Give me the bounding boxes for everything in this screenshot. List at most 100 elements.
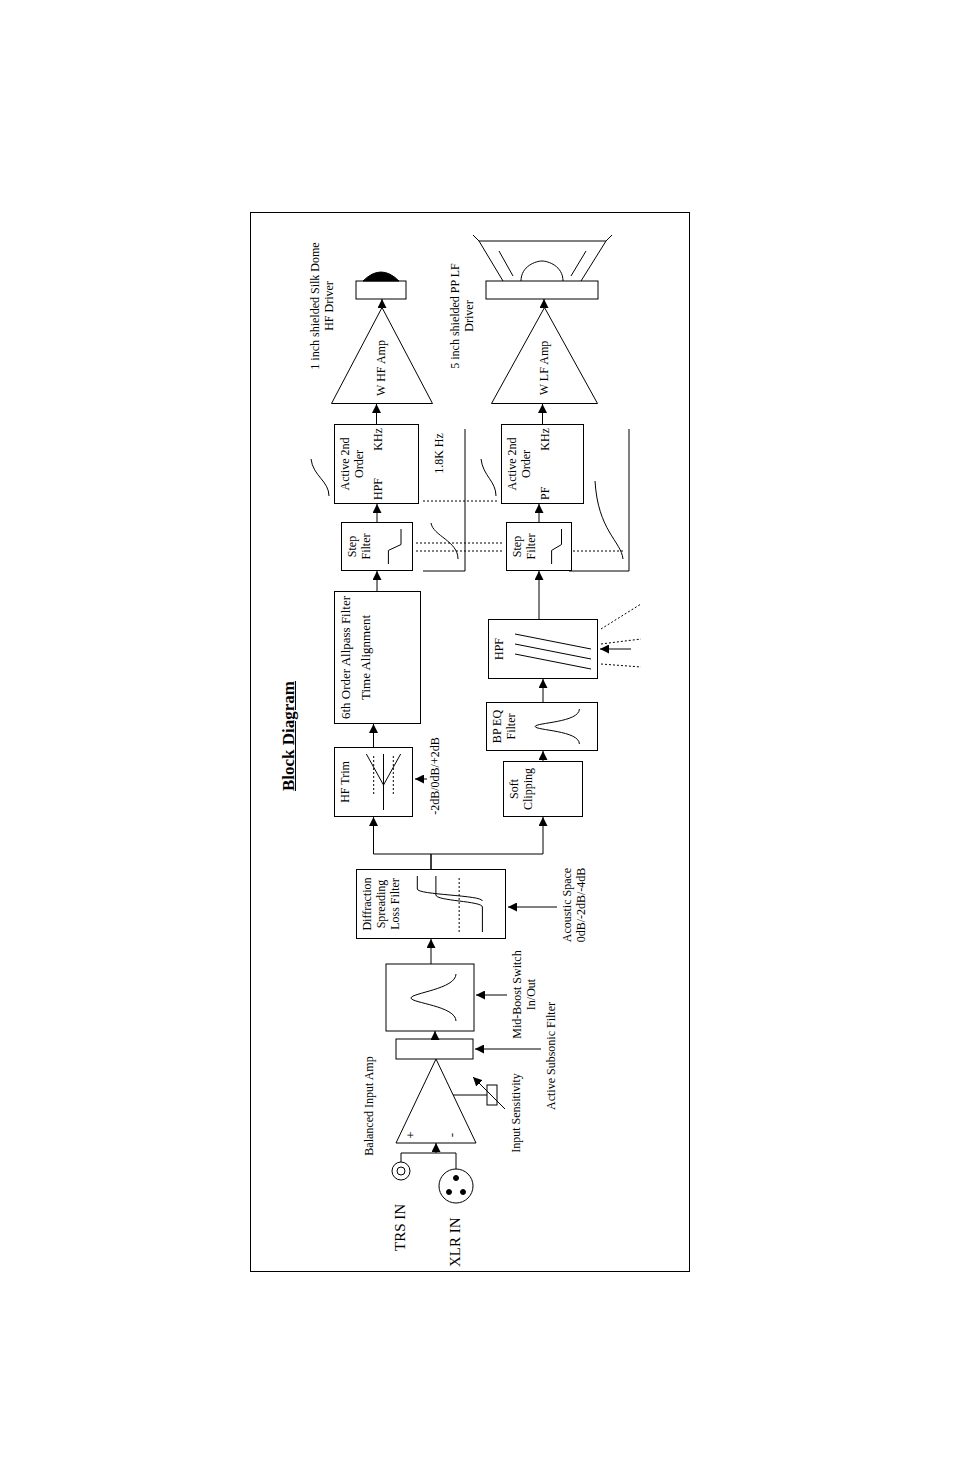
annotation-label: Active Subsonic Filter: [545, 991, 559, 1121]
drawing-stroke: [600, 649, 631, 650]
text-row: Time Alignment: [359, 595, 374, 720]
box-text: Diffraction Spreading Loss Filter: [357, 870, 406, 938]
text-row: Diffraction Spreading Loss Filter: [361, 873, 402, 935]
box-label: HPF: [372, 478, 386, 500]
box-label: Time Alignment: [359, 595, 374, 720]
filter-box: Step Filter: [341, 522, 413, 571]
signal-arrow: [539, 571, 540, 619]
annotation-label: Balanced Input Amp: [363, 1046, 377, 1166]
drawing-stroke: [453, 1095, 487, 1096]
box-label: HF Trim: [339, 751, 353, 813]
drawing-stroke: [397, 1167, 405, 1175]
box-text: Active 2nd OrderHPFKHz: [335, 425, 389, 503]
triangle-shape: [332, 308, 433, 404]
signal-arrow: [543, 751, 544, 761]
drawing-stroke: [311, 459, 329, 496]
drawing-stroke: [475, 1049, 541, 1050]
signal-arrow: [376, 404, 377, 424]
drawing-stroke: [396, 1059, 476, 1143]
mid-boost-filter: [386, 939, 507, 1031]
drawing-stroke: [473, 1077, 505, 1109]
amplifier-triangle: W HF Amp: [331, 307, 433, 404]
drawing-stroke: [447, 1190, 452, 1195]
filter-box: BP EQ Filter: [486, 702, 598, 751]
drawing-stroke: [454, 1176, 459, 1181]
input-amp: [396, 1059, 505, 1143]
drawing-stroke: [392, 1162, 410, 1180]
drawing-stroke: [601, 604, 641, 667]
grid-line: [459, 876, 460, 932]
signal-arrow: [431, 817, 543, 869]
annotation-label: Input Sensitivity: [510, 1063, 524, 1163]
drawing-stroke: [595, 481, 623, 559]
text-row: Soft Clipping: [508, 765, 536, 813]
box-label: BP EQ Filter: [491, 706, 519, 747]
filter-box: Step Filter: [506, 522, 572, 571]
response-graph: [525, 707, 593, 746]
drawing-stroke: [386, 964, 474, 1031]
response-curve: [515, 634, 591, 669]
signal-arrow: [374, 817, 432, 869]
drawing-stroke: [461, 1190, 466, 1195]
response-curve: [366, 754, 400, 810]
box-text: BP EQ Filter: [487, 703, 523, 750]
text-row: Step Filter: [511, 526, 539, 567]
drawing-stroke: [486, 281, 598, 299]
annotation-label: 1.8K Hz: [433, 426, 447, 481]
filter-box: Active 2nd OrderHPFKHz: [334, 424, 419, 504]
filter-box: HF Trim: [334, 747, 413, 817]
drawing-stroke: [476, 995, 507, 996]
box-text: W LF Amp: [538, 338, 552, 398]
response-curve: [388, 529, 401, 564]
annotation-label: -: [445, 1130, 460, 1140]
drivers: [356, 235, 612, 307]
drawing-stroke: [499, 251, 586, 276]
text-row: Step Filter: [346, 526, 374, 567]
box-text: Active 2nd OrderPFKHz: [502, 425, 556, 503]
annotation-label: Mid-Boost Switch In/Out: [511, 942, 539, 1047]
signal-arrow: [373, 724, 374, 747]
drawing-stroke: [401, 1153, 456, 1169]
grid-line: [374, 754, 394, 794]
filter-box: HPF: [488, 619, 598, 679]
diagram-title: Block Diagram: [279, 641, 299, 831]
filter-box: Soft Clipping: [503, 761, 583, 817]
drawing-stroke: [382, 299, 383, 307]
drawing-stroke: [431, 523, 458, 559]
signal-arrow: [377, 504, 378, 522]
annotation-label: TRS IN: [392, 1189, 409, 1251]
box-label: W LF Amp: [538, 338, 552, 398]
drawing-stroke: [481, 459, 496, 496]
response-graph: [545, 527, 567, 566]
drawing-stroke: [415, 779, 427, 780]
annotation-label: XLR IN: [447, 1205, 464, 1267]
annotation-label: 5 inch shielded PP LF Driver: [449, 261, 477, 371]
box-text: Step Filter: [342, 523, 378, 570]
annotation-label: -2dB/0dB/+2dB: [429, 726, 443, 826]
response-graph: [513, 624, 593, 674]
drawing-stroke: [363, 272, 399, 281]
filter-box: Active 2nd OrderPFKHz: [501, 424, 584, 504]
box-text: W HF Amp: [375, 338, 389, 398]
amplifier-triangle: W LF Amp: [491, 307, 598, 404]
drawing-stroke: [436, 1143, 437, 1153]
text-row: PFKHz: [539, 428, 553, 500]
annotation-label: 1 inch shielded Silk Dome HF Driver: [309, 236, 337, 376]
box-text: Step Filter: [507, 523, 543, 570]
response-curve: [552, 529, 562, 564]
drawing-stroke: [487, 1085, 497, 1105]
box-label: Step Filter: [511, 526, 539, 567]
text-row: W HF Amp: [375, 338, 389, 398]
box-text: HPF: [489, 620, 511, 678]
diagram-frame: Block DiagramDiffraction Spreading Loss …: [250, 212, 690, 1272]
triangle-shape: [492, 308, 598, 404]
drawing-stroke: [508, 907, 557, 908]
filter-box: 6th Order Allpass FilterTime Alignment: [334, 591, 421, 724]
box-label: W HF Amp: [375, 338, 389, 398]
box-label: PF: [539, 487, 553, 500]
drawing-stroke: [544, 299, 545, 307]
filter-box: Diffraction Spreading Loss Filter: [356, 869, 506, 939]
drawing-stroke: [411, 974, 456, 1021]
drawing-stroke: [521, 261, 563, 281]
signal-arrow: [377, 571, 378, 591]
